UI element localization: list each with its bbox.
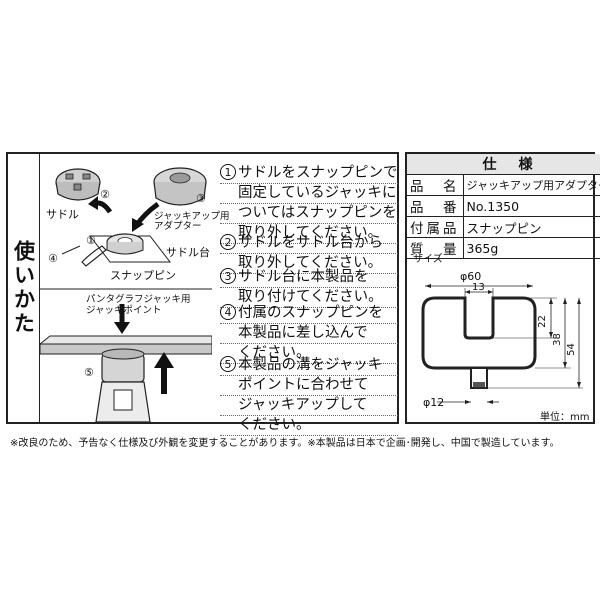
step-4-line: 本製品に差し込んで — [220, 324, 398, 344]
jack-adapter-label: ジャッキアップ用 アダプター — [154, 211, 230, 232]
step-text: ポイントに合わせて — [238, 377, 369, 393]
usage-illustration: サドル ② ③ ジャッキアップ用 アダプター ① ④ サドル台 スナップピン パ… — [38, 154, 230, 423]
saddle-label: サドル — [46, 208, 79, 221]
snap-pin-label: スナップピン — [110, 269, 176, 282]
step-text: ください。 — [238, 417, 311, 433]
step-5-line: ください。 — [220, 416, 398, 436]
footnote: ※改良のため、予告なく仕様及び外観を変更することがあります。※本製品は日本で企画… — [10, 438, 560, 449]
step-5-marker: ⑤ — [84, 366, 94, 379]
step-text: サドルをサドル台から — [238, 235, 383, 251]
dim-54: 54 — [565, 343, 577, 356]
step-5-line: ポイントに合わせて — [220, 376, 398, 396]
step-text: サドルをスナップピンで — [238, 165, 398, 181]
saddle-base-illustration — [88, 233, 172, 263]
step-1-marker: ① — [86, 234, 96, 247]
dim-phi12: φ12 — [423, 396, 445, 409]
pantograph-label: パンタグラフジャッキ用 ジャッキポイント — [86, 294, 191, 316]
step-text: 取り付けてください。 — [238, 289, 383, 305]
step-2-marker: ② — [100, 188, 110, 201]
size-label: サイズ — [413, 254, 443, 265]
spec-row-accessory: 付属品スナップピン — [407, 216, 600, 238]
step-text: 本製品に差し込んで — [238, 325, 368, 341]
step-5-line: ジャッキアップして — [220, 396, 398, 416]
step-2-line: 取り外してください。 — [220, 254, 398, 274]
step-text: 取り外してください。 — [238, 225, 383, 241]
unit-label: 単位：mm — [540, 412, 590, 423]
usage-illustration-svg — [38, 154, 213, 423]
spec-title: 仕 様 — [407, 154, 600, 175]
step-3-marker: ③ — [196, 192, 206, 205]
dim-phi60: φ60 — [460, 270, 482, 283]
step-4-line: ください。 — [220, 344, 398, 364]
saddle-base-label: サドル台 — [166, 246, 210, 259]
step-text: 付属のスナップピンを — [238, 305, 383, 321]
step-number-badge: 1 — [220, 164, 236, 180]
step-text: ください。 — [238, 345, 311, 361]
dim-13: 13 — [472, 282, 485, 293]
spec-row-name: 品 名ジャッキアップ用アダプター — [407, 174, 600, 196]
step-text: 本製品の溝をジャッキ — [238, 357, 383, 373]
usage-heading: 使いかた — [8, 154, 40, 422]
step-number-badge: 3 — [220, 268, 236, 284]
step-4-marker: ④ — [48, 252, 58, 265]
saddle-illustration — [55, 168, 101, 201]
pantograph-jack-illustration — [38, 335, 213, 423]
dimension-drawing — [421, 284, 583, 404]
adapter-illustration — [153, 167, 207, 206]
dim-22: 22 — [536, 315, 548, 328]
step-number-badge: 2 — [220, 234, 236, 250]
step-text: ジャッキアップして — [238, 397, 368, 413]
step-1-line: ついてはスナップピンを — [220, 204, 398, 224]
spec-panel — [405, 152, 595, 424]
step-1-line: 取り外してください。 — [220, 224, 398, 244]
step-text: サドル台に本製品を — [238, 269, 369, 285]
step-1-line: 固定しているジャッキに — [220, 184, 398, 204]
step-3-line: 取り付けてください。 — [220, 288, 398, 308]
step-text: ついてはスナップピンを — [238, 205, 397, 221]
step-text: 固定しているジャッキに — [238, 185, 397, 201]
step-number-badge: 5 — [220, 356, 236, 372]
step-text: 取り外してください。 — [238, 255, 383, 271]
step-number-badge: 4 — [220, 304, 236, 320]
usage-panel — [6, 152, 399, 424]
dim-38: 38 — [551, 333, 563, 346]
